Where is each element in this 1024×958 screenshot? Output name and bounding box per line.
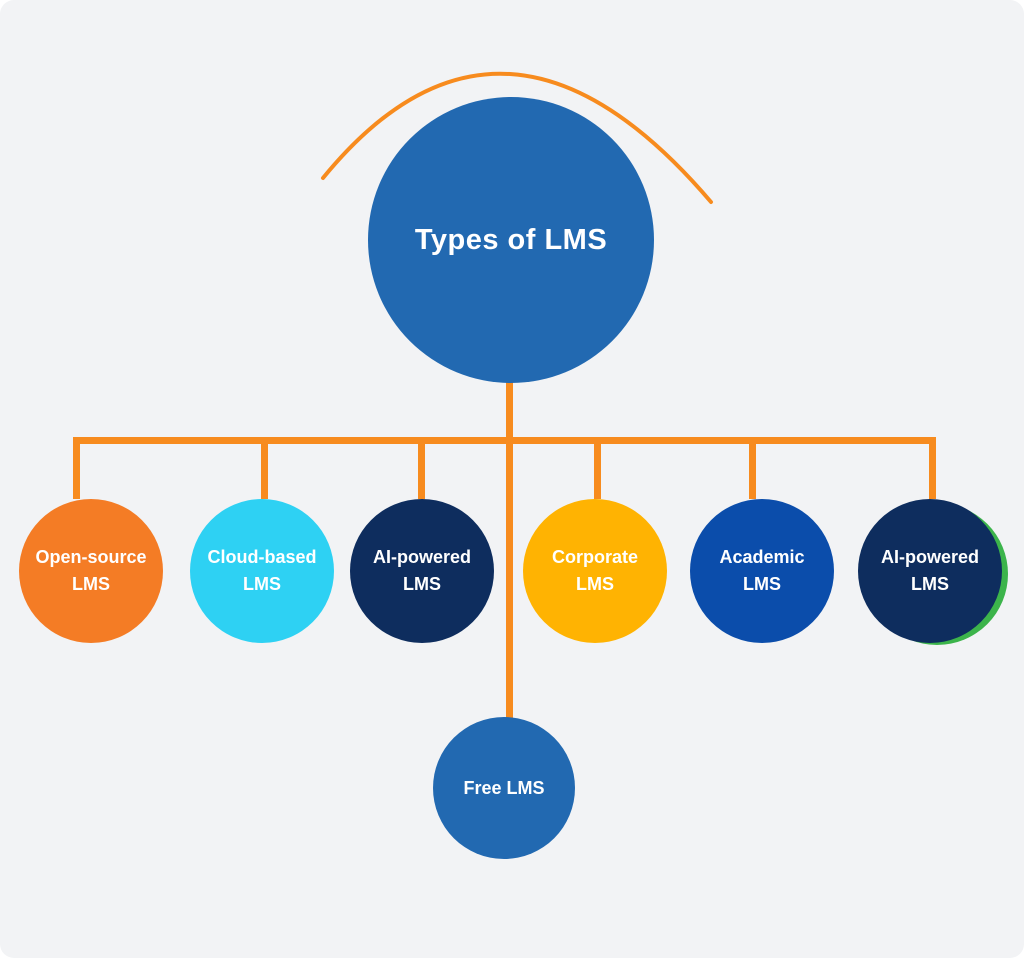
node-label-line2: LMS <box>72 574 110 594</box>
root-node-types-of-lms: Types of LMS <box>368 97 654 383</box>
node-ai-powered-lms-right: AI-powered LMS <box>858 499 1002 643</box>
node-corporate-lms: Corporate LMS <box>523 499 667 643</box>
connector-horizontal-line <box>73 437 936 444</box>
node-label-line1: Corporate <box>551 547 638 567</box>
node-label-line1: Open-source <box>35 547 147 567</box>
node-label-line2: LMS <box>743 574 781 594</box>
node-label-line2: LMS <box>576 574 614 594</box>
node-open-source-lms: Open-source LMS <box>19 499 163 643</box>
node-label-line1: Academic <box>719 547 805 567</box>
node-cloud-based-lms: Cloud-based LMS <box>190 499 334 643</box>
node-label: Free LMS <box>463 777 545 798</box>
node-label-line1: AI-powered <box>372 547 471 567</box>
connector-branch-ai-powered-right <box>929 437 936 499</box>
node-free-lms: Free LMS <box>433 717 575 859</box>
connector-branch-corporate <box>594 437 601 499</box>
node-label-line1: AI-powered <box>880 547 979 567</box>
connector-branch-ai-powered <box>418 437 425 499</box>
node-academic-lms: Academic LMS <box>690 499 834 643</box>
node-label-line2: LMS <box>403 574 441 594</box>
connector-branch-cloud-based <box>261 437 268 499</box>
root-node-label: Types of LMS <box>414 223 608 256</box>
connector-trunk-line <box>506 380 513 722</box>
node-ai-powered-lms: AI-powered LMS <box>350 499 494 643</box>
connector-branch-open-source <box>73 437 80 499</box>
node-label-line2: LMS <box>243 574 281 594</box>
connector-branch-academic <box>749 437 756 499</box>
node-label-line2: LMS <box>911 574 949 594</box>
node-label-line1: Cloud-based <box>207 547 317 567</box>
